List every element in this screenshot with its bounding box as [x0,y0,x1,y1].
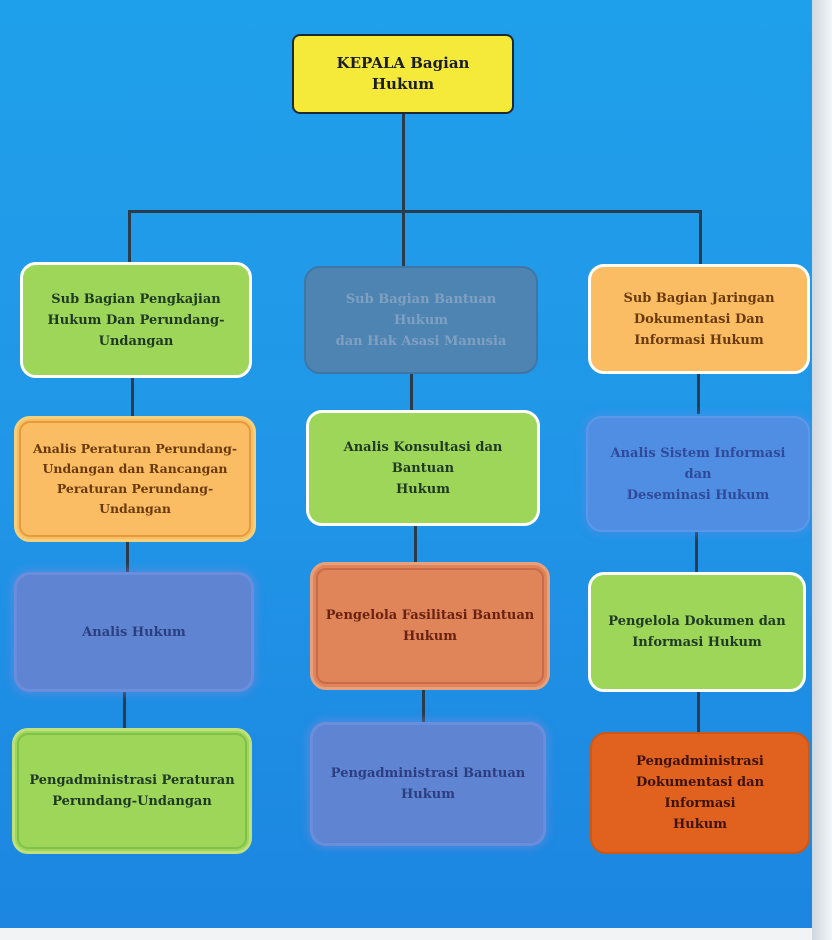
left-sub-bagian-box: Sub Bagian Pengkajian Hukum Dan Perundan… [20,262,252,378]
paper-edge-bottom [0,928,812,940]
right-analis-label: Analis Sistem Informasi dan Deseminasi H… [610,445,786,503]
left-level4-label: Pengadministrasi Peraturan Perundang-Und… [29,773,235,809]
right-level4-box: Pengadministrasi Dokumentasi dan Informa… [590,732,810,854]
middle-sub-bagian-box: Sub Bagian Bantuan Hukum dan Hak Asasi M… [304,266,538,374]
right-level3-box: Pengelola Dokumen dan Informasi Hukum [588,572,806,692]
connector-right-1-2 [697,372,700,414]
left-level3-label: Analis Hukum [82,624,186,640]
connector-head-down [402,112,405,212]
connector-left-drop [128,210,131,264]
connector-middle-3-4 [422,688,425,724]
connector-left-3-4 [123,690,126,730]
connector-middle-2-3 [414,524,417,564]
right-sub-bagian-label: Sub Bagian Jaringan Dokumentasi Dan Info… [623,290,775,348]
connector-left-1-2 [131,376,134,418]
paper-edge-right [812,0,832,940]
connector-left-2-3 [126,540,129,574]
right-sub-bagian-box: Sub Bagian Jaringan Dokumentasi Dan Info… [588,264,810,374]
middle-analis-box: Analis Konsultasi dan Bantuan Hukum [306,410,540,526]
connector-right-3-4 [697,690,700,734]
connector-horizontal-bar [128,210,702,213]
left-analis-label: Analis Peraturan Perundang- Undangan dan… [32,441,238,516]
left-level4-box: Pengadministrasi Peraturan Perundang-Und… [12,728,252,854]
left-sub-bagian-label: Sub Bagian Pengkajian Hukum Dan Perundan… [47,291,225,349]
connector-right-drop [699,210,702,266]
middle-sub-bagian-label: Sub Bagian Bantuan Hukum dan Hak Asasi M… [335,291,507,349]
middle-level3-box: Pengelola Fasilitasi Bantuan Hukum [310,562,550,690]
head-label: KEPALA Bagian Hukum [336,54,470,93]
middle-level3-label: Pengelola Fasilitasi Bantuan Hukum [325,608,535,644]
connector-right-2-3 [695,532,698,572]
org-chart-canvas: KEPALA Bagian Hukum Sub Bagian Pengkajia… [0,0,812,928]
middle-analis-label: Analis Konsultasi dan Bantuan Hukum [343,439,503,497]
middle-level4-box: Pengadministrasi Bantuan Hukum [310,722,546,846]
left-analis-box: Analis Peraturan Perundang- Undangan dan… [14,416,256,542]
connector-middle-1-2 [410,372,413,410]
middle-level4-label: Pengadministrasi Bantuan Hukum [330,766,526,802]
right-analis-box: Analis Sistem Informasi dan Deseminasi H… [586,416,810,532]
head-box: KEPALA Bagian Hukum [292,34,514,114]
connector-middle-drop [402,210,405,266]
left-level3-box: Analis Hukum [14,572,254,692]
right-level4-label: Pengadministrasi Dokumentasi dan Informa… [635,754,765,832]
right-level3-label: Pengelola Dokumen dan Informasi Hukum [608,614,786,650]
